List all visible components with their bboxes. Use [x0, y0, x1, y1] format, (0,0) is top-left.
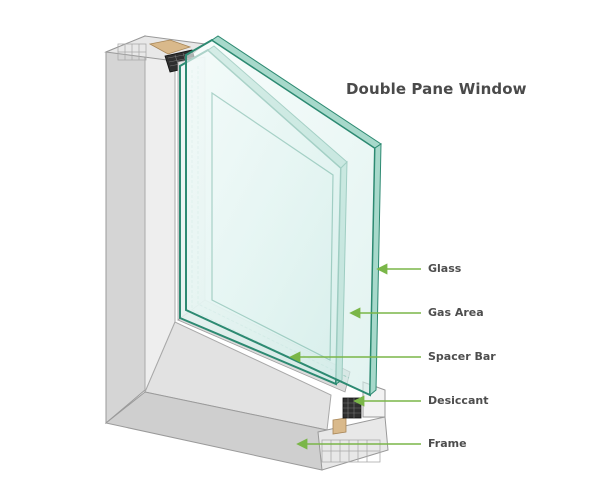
seal — [148, 39, 347, 435]
callout-label-gas-area: Gas Area — [428, 306, 484, 319]
callout-label-spacer-bar: Spacer Bar — [428, 350, 496, 363]
outer-glass-pane — [185, 35, 382, 397]
callout-arrows — [289, 263, 421, 450]
diagram-title: Double Pane Window — [346, 80, 527, 98]
callout-label-desiccant: Desiccant — [428, 394, 489, 407]
callout-label-frame: Frame — [428, 437, 467, 450]
callout-label-glass: Glass — [428, 262, 462, 275]
